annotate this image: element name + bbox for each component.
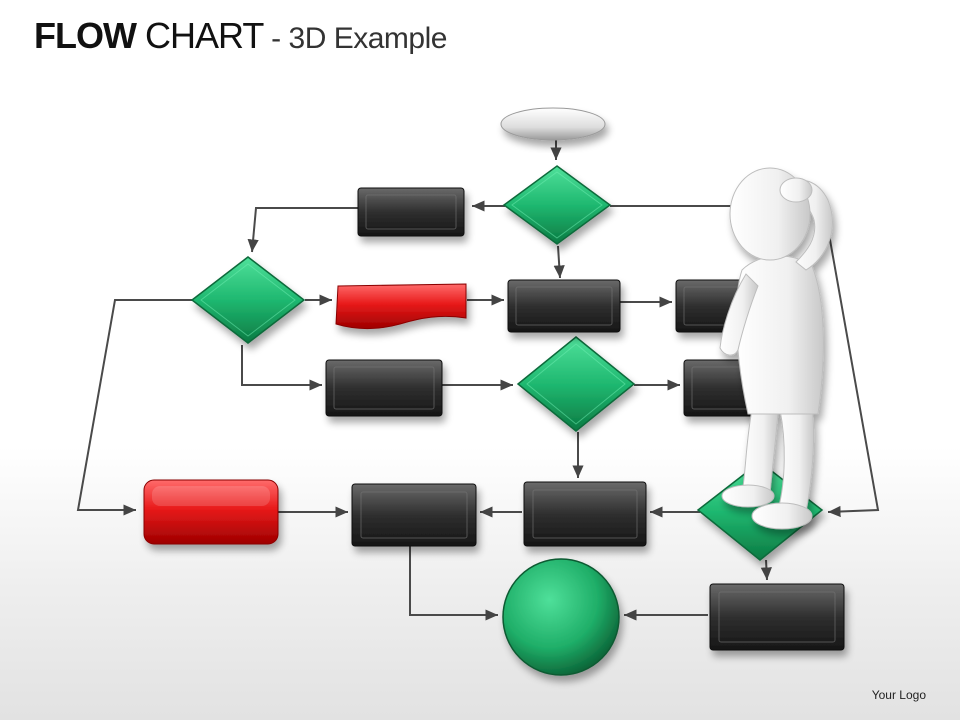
title-subtitle: 3D Example [288,22,448,55]
page-title: FLOW CHART - 3D Example [34,14,447,61]
decision-middle [516,336,636,432]
process-red-bottom [143,479,279,545]
your-logo: Your Logo [871,688,926,702]
process-top-left [357,187,465,237]
decision-top [502,165,612,245]
connector-left-loop [76,299,192,516]
connector-decision-left-down [241,345,322,391]
connector-decision-top-down [553,245,565,279]
decision-left [190,256,306,344]
title-bold: FLOW [34,15,137,56]
process-bottom-center [523,481,647,547]
connector-dark-to-circle [409,546,498,621]
end-circle [502,558,620,676]
process-center-row2 [507,279,621,333]
connector-diamond-down [760,559,772,581]
process-bottom-center-left [351,483,477,547]
process-left-row3 [325,359,443,417]
title-light: CHART [144,15,264,56]
connector-box-to-decision-left [247,207,358,253]
process-wavy-red [335,283,467,329]
title-dash: - [263,22,289,55]
connector-decision-top-right [610,205,880,518]
connectors [76,140,880,621]
start-oval [500,107,606,141]
process-bottom-right [709,583,845,651]
thinking-person-figure [719,167,833,530]
